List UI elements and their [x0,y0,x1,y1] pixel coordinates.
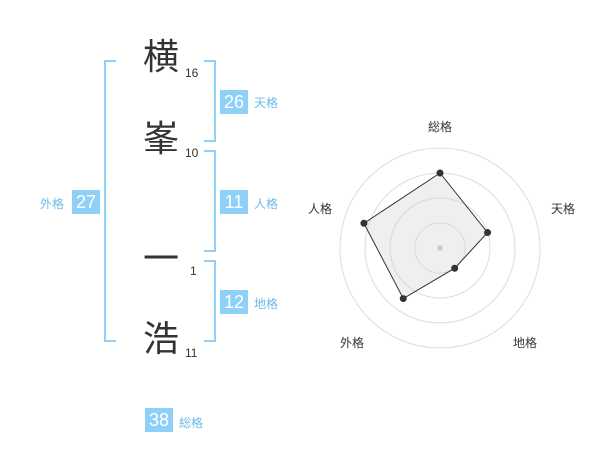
name-char-3: 一 [143,239,180,280]
name-char-1: 横 [143,37,180,78]
radar-axis-label-2: 天格 [551,201,575,216]
stroke-count-4: 11 [185,346,198,360]
radar-point-1 [436,169,444,177]
radar-axis-label-3: 地格 [513,335,537,350]
gaikaku-bracket [104,60,116,342]
tenkaku-value: 26 [220,90,248,114]
soukaku-value: 38 [145,408,173,432]
tenkaku-bracket [204,60,216,142]
chikaku-label: 地格 [254,297,279,311]
stroke-count-1: 16 [185,66,199,80]
radar-series-polygon [363,172,489,300]
radar-ring-1 [414,222,466,274]
gaikaku-label: 外格 [40,197,65,211]
radar-center-dot [437,245,443,251]
chikaku-value: 12 [220,290,248,314]
radar-point-3 [451,264,459,272]
soukaku-label: 総格 [179,416,204,430]
radar-axis-label-1: 総格 [428,119,452,134]
name-char-2: 峯 [143,119,180,160]
chikaku-bracket [204,260,216,342]
jinkaku-value: 11 [220,190,248,214]
stroke-count-3: 1 [190,264,197,278]
jinkaku-label: 人格 [254,197,279,211]
radar-point-5 [360,219,368,227]
radar-point-2 [484,229,492,237]
radar-point-4 [399,295,407,303]
radar-ring-4 [339,147,541,349]
jinkaku-bracket [204,150,216,252]
radar-axis-label-5: 人格 [308,201,332,216]
stroke-count-2: 10 [185,146,199,160]
tenkaku-label: 天格 [254,96,279,110]
radar-axis-label-4: 外格 [340,335,364,350]
name-char-4: 浩 [143,319,180,360]
gaikaku-value: 27 [72,190,100,214]
radar-ring-2 [389,197,491,299]
